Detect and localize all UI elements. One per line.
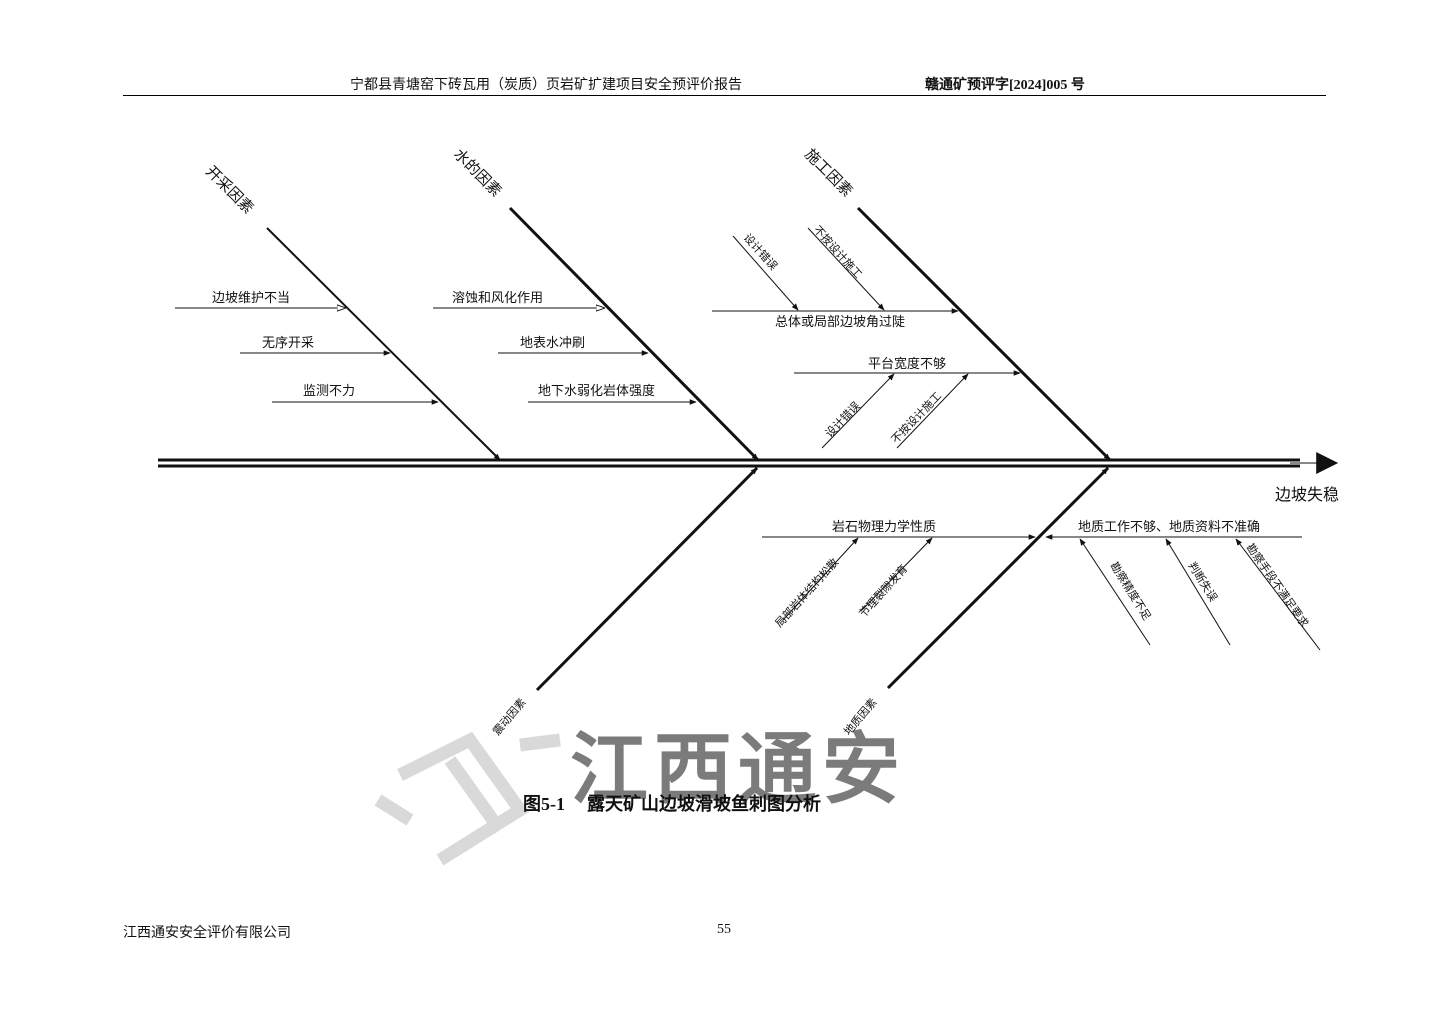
page-number: 55: [717, 922, 731, 937]
cause-platform-too-narrow: 平台宽度不够: [868, 356, 946, 371]
header-title: 宁都县青塘窑下砖瓦用（炭质）页岩矿扩建项目安全预评价报告: [350, 76, 742, 92]
branch-water: 水的因素 溶蚀和风化作用 地表水冲刷 地下水弱化岩体强度: [433, 146, 760, 462]
cause-slope-too-steep: 总体或局部边坡角过陡: [775, 314, 905, 329]
branch-label-mining: 开采因素: [202, 163, 256, 217]
sub-joint-fissures: 节理裂隙发育: [856, 562, 911, 620]
cause-geological-work-insufficient: 地质工作不够、地质资料不准确: [1078, 519, 1260, 534]
branch-label-construction: 施工因素: [801, 146, 855, 200]
branch-construction: 施工因素 总体或局部边坡角过陡 设计错误 不按设计施工 平台宽度不够 设计错误 …: [712, 146, 1112, 462]
spine: [158, 452, 1339, 474]
header-rule: [123, 95, 1326, 96]
cause-rock-properties: 岩石物理力学性质: [832, 519, 936, 534]
branch-vibration: 震动因素: [490, 466, 759, 738]
figure-number: 图5-1: [523, 794, 565, 814]
footer-company: 江西通安安全评价有限公司: [123, 924, 291, 940]
sub-survey-methods: 勘察手段不满足要求: [1244, 541, 1312, 630]
watermark-gray-strokes: [374, 731, 561, 866]
branch-label-vibration: 震动因素: [490, 696, 528, 738]
branch-mining: 开采因素 边坡维护不当 无序开采 监测不力: [175, 163, 501, 461]
cause-groundwater-weakening: 地下水弱化岩体强度: [538, 383, 655, 398]
sub-not-per-design-1: 不按设计施工: [811, 223, 866, 281]
cause-dissolution-weathering: 溶蚀和风化作用: [452, 290, 543, 305]
cause-edge-maintenance: 边坡维护不当: [212, 290, 290, 305]
effect-label: 边坡失稳: [1275, 486, 1339, 504]
cause-disorderly-mining: 无序开采: [262, 335, 314, 350]
branch-label-water: 水的因素: [450, 146, 504, 200]
watermark: 江西通安: [374, 725, 906, 866]
header-doc-number: 赣通矿预评字[2024]005 号: [925, 78, 1085, 93]
sub-design-error-2: 设计错误: [822, 399, 863, 440]
figure-caption: 图5-1 露天矿山边坡滑坡鱼刺图分析: [523, 790, 821, 816]
figure-title: 露天矿山边坡滑坡鱼刺图分析: [587, 794, 821, 814]
sub-misjudgment: 判断失误: [1185, 559, 1220, 604]
cause-poor-monitoring: 监测不力: [303, 383, 355, 398]
sub-not-per-design-2: 不按设计施工: [888, 389, 944, 446]
sub-loose-rock-structure: 局部岩体结构松散: [772, 555, 841, 630]
cause-surface-water-scour: 地表水冲刷: [520, 335, 585, 350]
watermark-text: 江西通安: [570, 725, 906, 815]
branch-geology: 地质因素 岩石物理力学性质 局部岩体结构松散 节理裂隙发育 地质工作不够、地质资…: [762, 466, 1321, 738]
